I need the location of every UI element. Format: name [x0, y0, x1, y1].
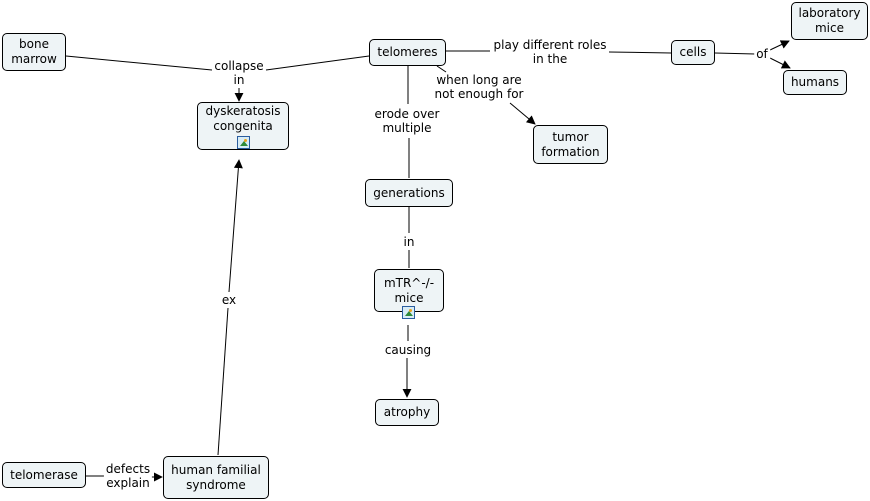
connector-telomeres-when-long: [436, 65, 447, 73]
node-telomeres-label: telomeres: [377, 45, 438, 59]
node-bone-marrow-label: bone marrow: [11, 37, 57, 66]
node-cells[interactable]: cells: [671, 40, 715, 65]
connector-of-humans: [769, 57, 791, 69]
node-dyskeratosis-congenita[interactable]: dyskeratosis congenita: [197, 102, 289, 150]
node-humans-label: humans: [790, 75, 840, 89]
node-atrophy-label: atrophy: [383, 405, 431, 419]
node-cells-label: cells: [679, 45, 707, 59]
connector-of-laboratory-mice: [769, 40, 790, 51]
connector-roles-cells: [608, 51, 672, 54]
link-collapse-in[interactable]: collapse in: [212, 59, 266, 87]
node-mtr-mice[interactable]: mTR^-/- mice: [374, 269, 444, 312]
node-laboratory-mice-label: laboratory mice: [798, 6, 861, 35]
link-erode-over-multiple[interactable]: erode over multiple: [372, 107, 442, 135]
connector-cells-of: [714, 52, 756, 55]
image-resource-icon[interactable]: [236, 135, 250, 149]
node-human-familial-syndrome-label: human familial syndrome: [171, 462, 261, 492]
image-resource-icon[interactable]: [402, 306, 415, 319]
link-defects-explain[interactable]: defects explain: [103, 462, 153, 490]
node-telomerase-label: telomerase: [10, 467, 78, 482]
node-tumor-formation[interactable]: tumor formation: [533, 125, 608, 164]
node-generations-label: generations: [373, 185, 445, 200]
node-mtr-mice-label: mTR^-/- mice: [383, 275, 435, 305]
connector-ex-dyskeratosis: [228, 159, 243, 293]
link-causing[interactable]: causing: [382, 343, 434, 357]
link-ex[interactable]: ex: [219, 293, 239, 307]
link-of[interactable]: of: [754, 47, 770, 61]
node-tumor-formation-label: tumor formation: [541, 129, 600, 159]
connector-syndrome-ex: [217, 307, 229, 456]
connector-bone-marrow-collapse: [65, 55, 213, 71]
connector-when-long-tumor: [509, 102, 536, 125]
link-in[interactable]: in: [401, 235, 417, 249]
node-telomerase[interactable]: telomerase: [2, 462, 86, 488]
node-humans[interactable]: humans: [783, 70, 847, 95]
node-bone-marrow[interactable]: bone marrow: [2, 33, 66, 71]
node-human-familial-syndrome[interactable]: human familial syndrome: [163, 456, 269, 499]
node-laboratory-mice[interactable]: laboratory mice: [791, 2, 868, 40]
node-atrophy[interactable]: atrophy: [375, 399, 439, 426]
node-dyskeratosis-label: dyskeratosis congenita: [205, 103, 281, 133]
node-telomeres[interactable]: telomeres: [369, 39, 446, 66]
connector-telomeres-collapse: [265, 55, 370, 71]
link-when-long[interactable]: when long are not enough for: [432, 73, 526, 101]
link-play-different-roles[interactable]: play different roles in the: [491, 38, 609, 66]
node-generations[interactable]: generations: [365, 179, 453, 207]
